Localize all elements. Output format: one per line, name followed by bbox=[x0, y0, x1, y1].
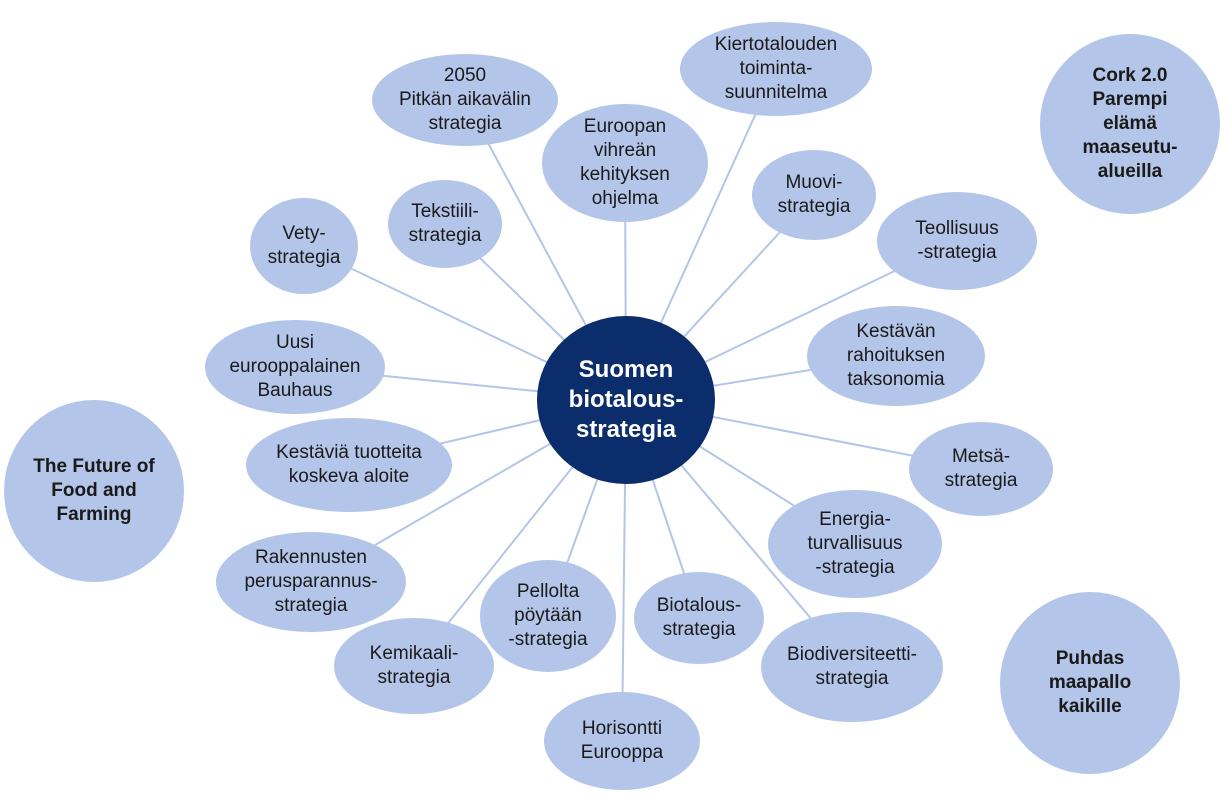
node-rahoitus: Kestävän rahoituksen taksonomia bbox=[807, 306, 985, 406]
node-puhdas: Puhdas maapallo kaikille bbox=[1000, 592, 1180, 774]
node-teollisuus: Teollisuus -strategia bbox=[877, 192, 1037, 290]
node-2050: 2050 Pitkän aikavälin strategia bbox=[372, 54, 558, 146]
node-tekstiili: Tekstiili- strategia bbox=[388, 180, 502, 268]
node-label: Vety- strategia bbox=[267, 223, 341, 268]
node-label: Kemikaali- strategia bbox=[369, 643, 459, 688]
node-cork: Cork 2.0 Parempi elämä maaseutu- alueill… bbox=[1040, 34, 1220, 214]
node-rakennukset: Rakennusten perusparannus- strategia bbox=[216, 532, 406, 632]
node-label: Teollisuus -strategia bbox=[915, 218, 999, 263]
node-label: Cork 2.0 Parempi elämä maaseutu- alueill… bbox=[1082, 65, 1178, 182]
node-horisontti: Horisontti Eurooppa bbox=[544, 692, 700, 790]
node-energia: Energia- turvallisuus -strategia bbox=[768, 490, 942, 598]
node-label: Kestäviä tuotteita koskeva aloite bbox=[276, 442, 422, 487]
node-label: The Future of Food and Farming bbox=[33, 456, 155, 525]
node-label: Biodiversiteetti- strategia bbox=[787, 644, 917, 689]
node-tuotteet: Kestäviä tuotteita koskeva aloite bbox=[246, 418, 452, 512]
node-kiertotalous: Kiertotalouden toiminta- suunnitelma bbox=[680, 22, 872, 116]
node-muovi: Muovi- strategia bbox=[752, 150, 876, 240]
node-label: Tekstiili- strategia bbox=[408, 201, 482, 246]
node-label: Kestävän rahoituksen taksonomia bbox=[846, 321, 946, 390]
node-label: Uusi eurooppalainen Bauhaus bbox=[229, 332, 361, 401]
node-vihrea: Euroopan vihreän kehityksen ohjelma bbox=[542, 104, 708, 222]
node-metsa: Metsä- strategia bbox=[909, 422, 1053, 516]
node-label: Rakennusten perusparannus- strategia bbox=[244, 547, 378, 616]
hub-label: Suomen biotalous- strategia bbox=[568, 356, 684, 443]
node-bauhaus: Uusi eurooppalainen Bauhaus bbox=[205, 320, 385, 414]
node-future-food: The Future of Food and Farming bbox=[4, 400, 184, 582]
node-label: 2050 Pitkän aikavälin strategia bbox=[398, 65, 532, 134]
node-label: Pellolta pöytään -strategia bbox=[508, 581, 588, 650]
node-label: Euroopan vihreän kehityksen ohjelma bbox=[580, 116, 670, 209]
node-label: Biotalous- strategia bbox=[656, 595, 742, 640]
hub-node: Suomen biotalous- strategia bbox=[537, 316, 715, 484]
node-label: Horisontti Eurooppa bbox=[580, 718, 664, 763]
node-label: Metsä- strategia bbox=[944, 446, 1018, 491]
node-kemikaali: Kemikaali- strategia bbox=[334, 618, 494, 714]
node-biodiversiteetti: Biodiversiteetti- strategia bbox=[761, 612, 943, 722]
node-label: Energia- turvallisuus -strategia bbox=[807, 509, 903, 578]
node-pellolta: Pellolta pöytään -strategia bbox=[480, 560, 616, 672]
node-label: Kiertotalouden toiminta- suunnitelma bbox=[714, 34, 838, 103]
node-vety: Vety- strategia bbox=[250, 198, 358, 294]
node-biotalous: Biotalous- strategia bbox=[634, 572, 764, 664]
node-label: Puhdas maapallo kaikille bbox=[1048, 648, 1132, 717]
node-label: Muovi- strategia bbox=[777, 172, 851, 217]
